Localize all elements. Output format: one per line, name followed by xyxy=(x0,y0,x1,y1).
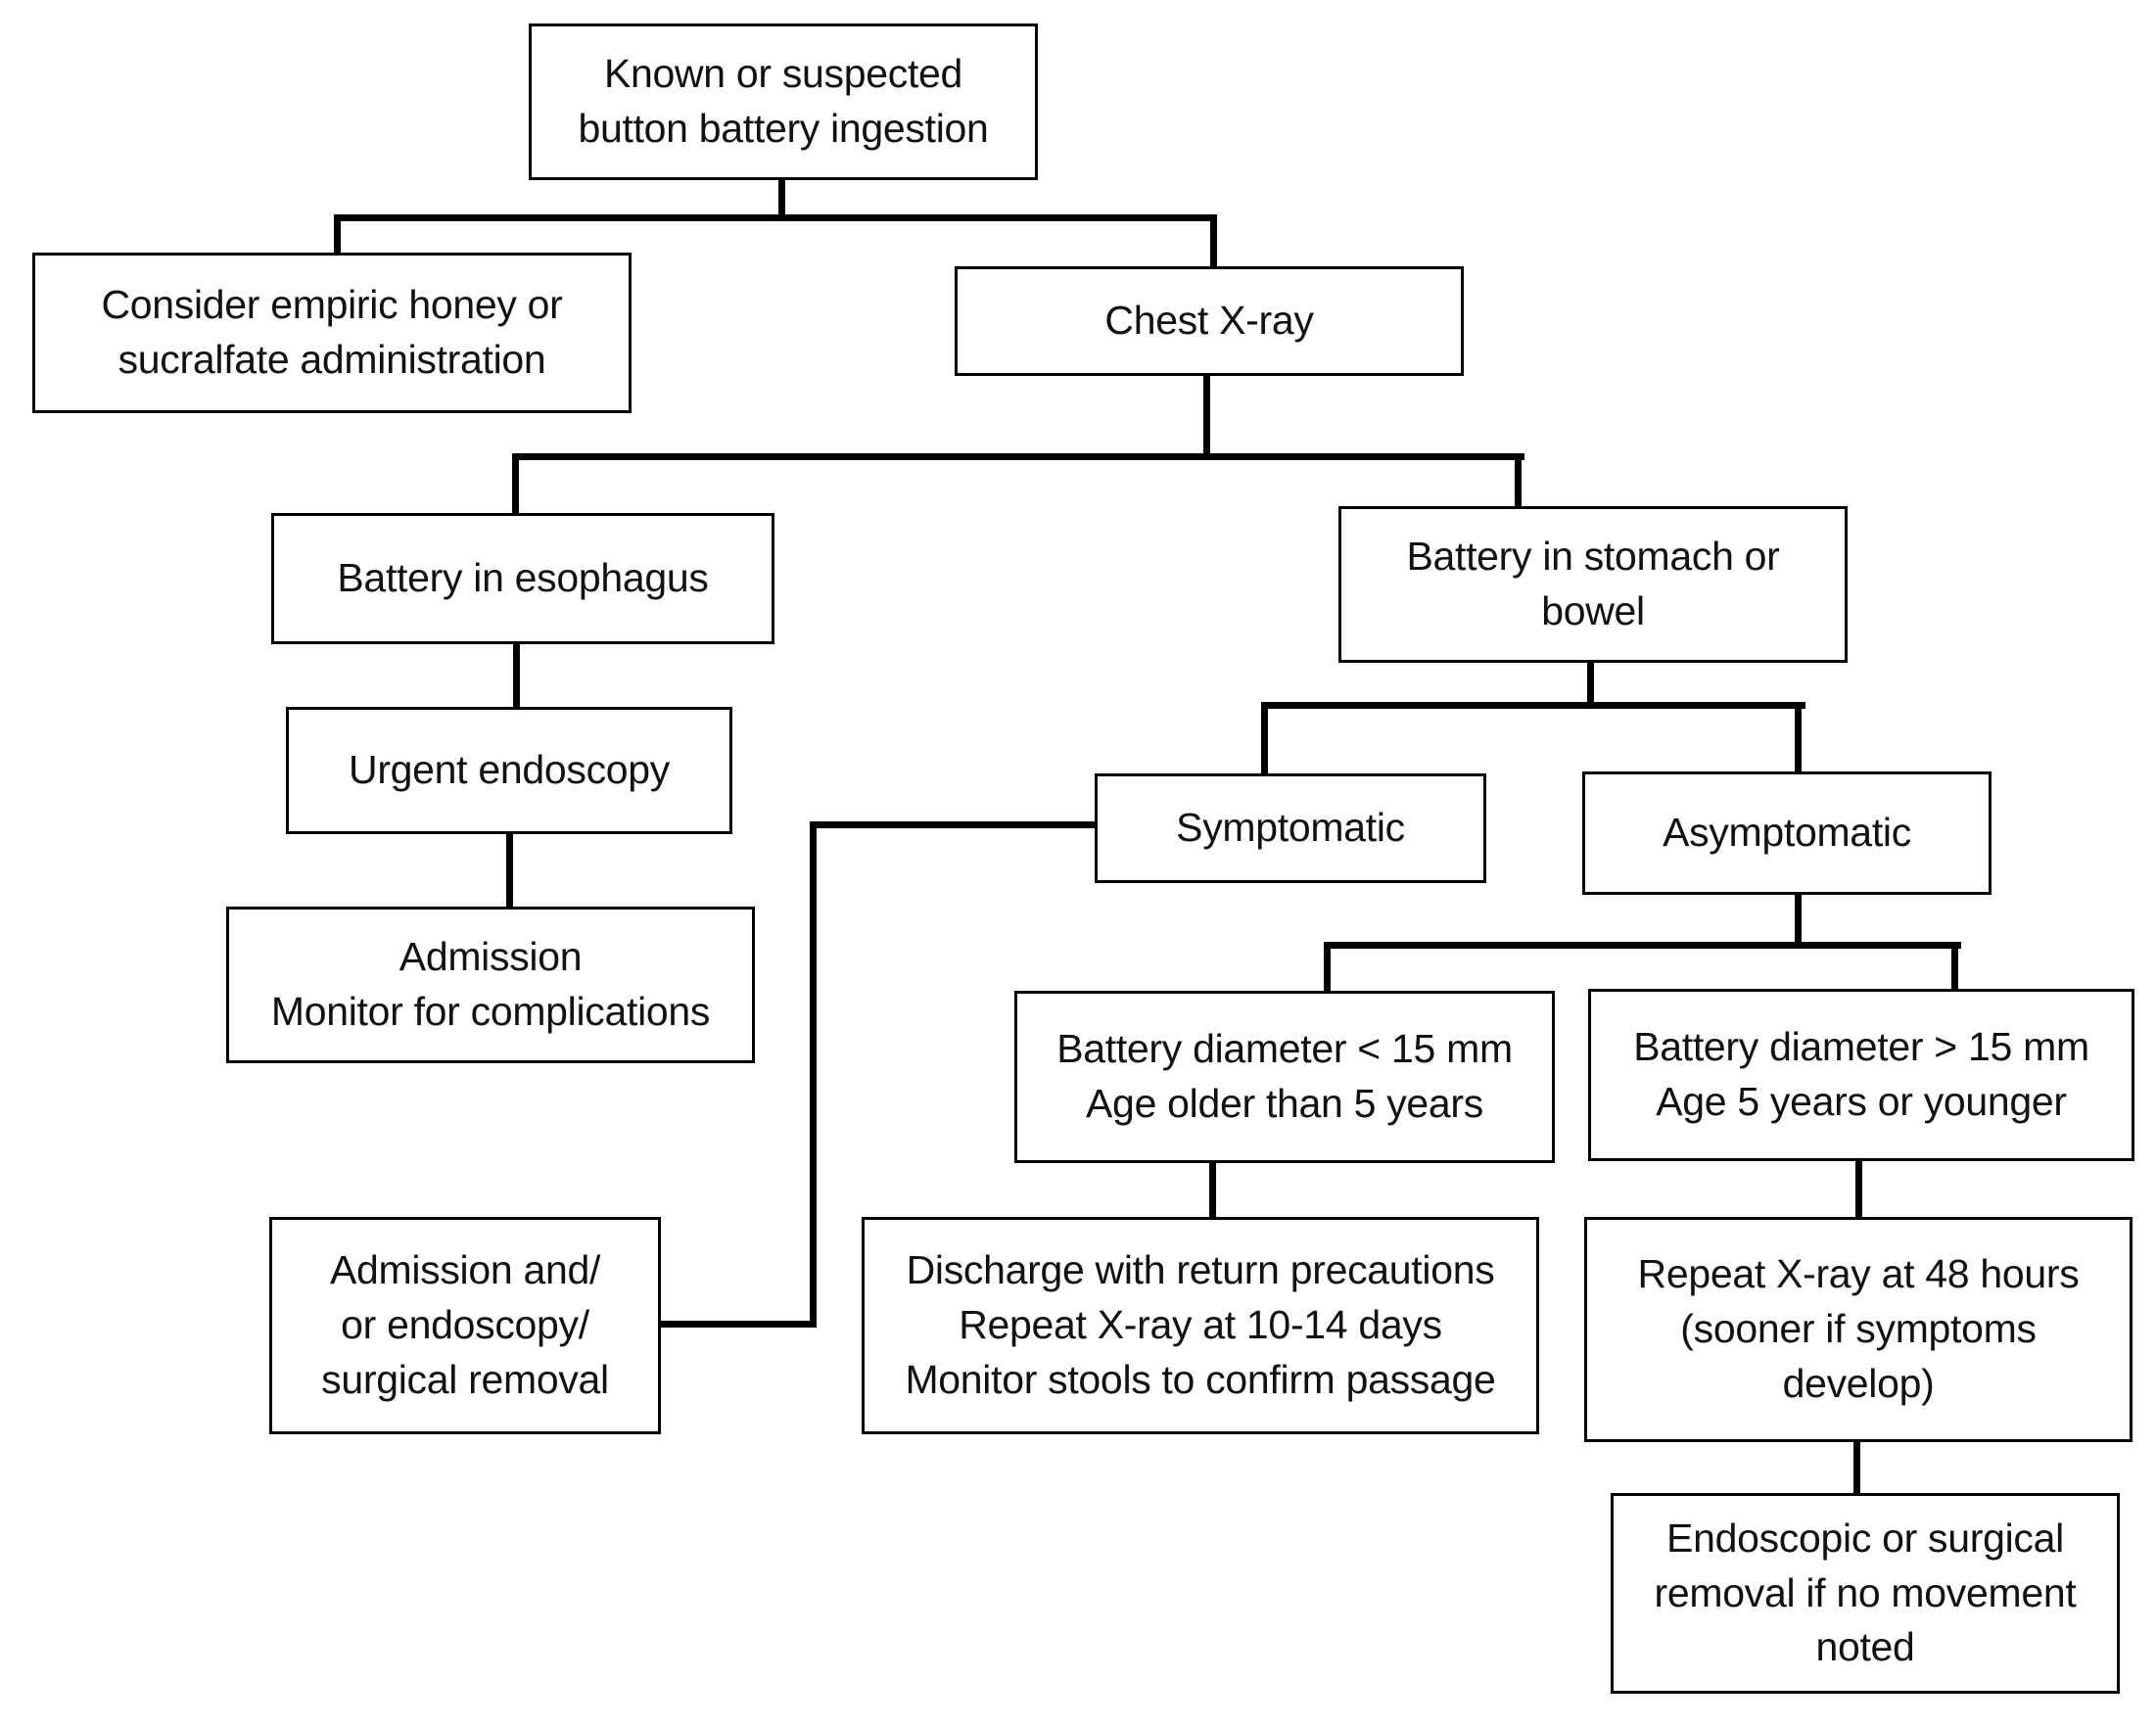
node-text-line: Battery diameter < 15 mm xyxy=(1056,1026,1513,1072)
connector-asymptomatic-down xyxy=(1795,893,1802,948)
connector-symptomatic-elbow-bottom xyxy=(659,1321,817,1328)
connector-chest-xray-down xyxy=(1203,374,1210,460)
node-battery-in-esophagus: Battery in esophagus xyxy=(271,513,774,644)
connector-large-battery-repeat xyxy=(1855,1159,1862,1219)
node-admission-monitor-complications: Admission Monitor for complications xyxy=(226,907,755,1063)
connector-xray-branch-bar xyxy=(512,453,1524,460)
connector-urgent-admission xyxy=(506,832,513,909)
connector-symptomatic-stub xyxy=(1261,702,1268,775)
node-symptomatic: Symptomatic xyxy=(1095,773,1486,883)
node-text-line: Monitor for complications xyxy=(270,989,711,1034)
connector-repeat-endoscopic xyxy=(1853,1440,1860,1495)
node-text-line: Age older than 5 years xyxy=(1086,1081,1483,1126)
node-text-line: button battery ingestion xyxy=(578,106,989,151)
node-text-line: Known or suspected xyxy=(603,51,963,97)
node-text-line: Urgent endoscopy xyxy=(349,747,670,793)
node-text-line: Monitor stools to confirm passage xyxy=(905,1356,1496,1402)
node-text-line: Discharge with return precautions xyxy=(906,1247,1495,1293)
connector-esophagus-stub xyxy=(512,453,519,516)
node-text-line: Endoscopic or surgical xyxy=(1666,1515,2064,1561)
node-text-line: develop) xyxy=(1782,1360,1935,1406)
connector-stomach-stub xyxy=(1515,453,1522,509)
node-text-line: Symptomatic xyxy=(1176,805,1405,851)
node-text-line: Asymptomatic xyxy=(1663,810,1911,856)
node-text-line: removal if no movement xyxy=(1654,1569,2077,1615)
connector-chest-xray-stub xyxy=(1210,214,1217,269)
connector-symptomatic-elbow-top xyxy=(810,821,1095,828)
node-known-or-suspected-ingestion: Known or suspected button battery ingest… xyxy=(529,23,1038,180)
connector-esophagus-urgent xyxy=(513,642,520,709)
node-text-line: (sooner if symptoms xyxy=(1680,1306,2037,1352)
node-text-line: Chest X-ray xyxy=(1104,298,1314,344)
node-text-line: Battery in esophagus xyxy=(337,555,709,601)
connector-diameter-branch-bar xyxy=(1324,942,1961,949)
node-consider-honey-sucralfate: Consider empiric honey or sucralfate adm… xyxy=(32,253,632,413)
connector-start-stub xyxy=(778,179,785,220)
node-text-line: sucralfate administration xyxy=(117,337,546,382)
connector-large-battery-stub xyxy=(1951,942,1958,991)
connector-honey-stub xyxy=(334,214,341,256)
node-text-line: Repeat X-ray at 10-14 days xyxy=(959,1302,1442,1348)
node-text-line: Battery diameter > 15 mm xyxy=(1633,1024,2089,1070)
connector-stomach-down xyxy=(1587,661,1594,708)
node-battery-in-stomach-bowel: Battery in stomach or bowel xyxy=(1338,506,1848,663)
connector-asymptomatic-stub xyxy=(1795,702,1802,773)
node-text-line: Admission and/ xyxy=(329,1247,601,1293)
node-admission-endoscopy-surgical-removal: Admission and/ or endoscopy/ surgical re… xyxy=(269,1217,661,1434)
connector-small-battery-stub xyxy=(1324,942,1331,993)
node-battery-diameter-gt-15mm: Battery diameter > 15 mm Age 5 years or … xyxy=(1588,989,2134,1161)
node-text-line: bowel xyxy=(1541,588,1645,633)
node-urgent-endoscopy: Urgent endoscopy xyxy=(286,707,732,834)
node-chest-xray: Chest X-ray xyxy=(955,266,1464,376)
node-asymptomatic: Asymptomatic xyxy=(1582,771,1992,895)
connector-start-branch-bar xyxy=(334,214,1217,221)
node-discharge-return-precautions: Discharge with return precautions Repeat… xyxy=(862,1217,1539,1434)
node-battery-diameter-lt-15mm: Battery diameter < 15 mm Age older than … xyxy=(1014,991,1555,1163)
connector-symptom-branch-bar xyxy=(1261,702,1805,709)
node-text-line: Age 5 years or younger xyxy=(1656,1079,2067,1124)
connector-symptomatic-elbow-vertical xyxy=(810,821,817,1328)
node-text-line: Admission xyxy=(398,934,583,980)
node-text-line: Battery in stomach or xyxy=(1406,534,1780,580)
node-text-line: Consider empiric honey or xyxy=(101,282,563,328)
node-text-line: Repeat X-ray at 48 hours xyxy=(1637,1251,2080,1297)
node-text-line: or endoscopy/ xyxy=(341,1302,589,1348)
node-text-line: surgical removal xyxy=(321,1356,609,1402)
connector-small-battery-discharge xyxy=(1209,1161,1216,1219)
node-repeat-xray-48-hours: Repeat X-ray at 48 hours (sooner if symp… xyxy=(1584,1217,2133,1442)
node-endoscopic-surgical-removal: Endoscopic or surgical removal if no mov… xyxy=(1611,1493,2120,1694)
node-text-line: noted xyxy=(1815,1624,1915,1670)
